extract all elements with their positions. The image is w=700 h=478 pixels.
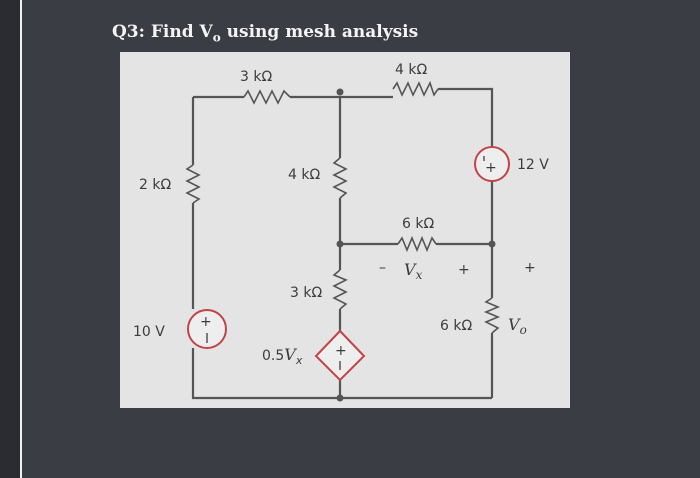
question-title: Q3: Find Vo using mesh analysis [112,22,418,44]
label-10v: 10 V [133,324,165,340]
vo-sub: o [520,323,527,337]
screen-edge [20,0,22,478]
source-10v-plus: + [200,314,212,330]
junction-node [336,240,344,248]
question-label: Q3: Find V [112,22,213,42]
label-r-middle-lower: 3 kΩ [290,285,322,301]
vx-var: V [404,260,417,279]
voltage-source-10v [187,309,227,349]
label-12v: 12 V [517,157,549,173]
junction-node [488,240,496,248]
dep-var: V [284,345,297,364]
resistor-right-lower [483,297,501,334]
label-r-left: 2 kΩ [139,177,171,193]
vx-plus: + [458,262,470,278]
voltage-source-12v [474,146,510,182]
circuit-wires [191,87,494,400]
dependent-voltage-source [314,329,366,382]
monitor-bezel [0,0,20,478]
vx-sub: x [416,268,423,282]
dep-sub: x [295,354,303,367]
label-r-horizontal: 6 kΩ [402,216,434,232]
junction-node [336,88,344,96]
label-r-middle-upper: 4 kΩ [288,167,320,183]
vo-var: V [508,315,521,334]
junction-node [336,394,344,402]
dep-source-label: 0.5Vx [262,345,303,367]
vo-plus: + [524,260,536,276]
vx-label: Vx [404,260,423,282]
resistor-middle-upper [332,157,348,199]
vo-label: Vo [508,315,527,337]
dep-source-plus: + [335,343,347,359]
resistor-horizontal [397,235,437,253]
question-subscript: o [212,30,221,45]
resistor-top-right [392,80,439,97]
vx-minus: – [379,260,386,276]
label-r-top-left: 3 kΩ [240,69,272,85]
resistor-left [185,164,201,204]
dep-coef: 0.5 [262,348,284,364]
resistor-top-left [243,89,291,105]
label-r-right-lower: 6 kΩ [440,318,472,334]
question-rest: using mesh analysis [220,22,419,42]
label-r-top-right: 4 kΩ [395,62,427,78]
resistor-middle-lower [332,269,348,310]
source-12v-plus: + [485,160,497,176]
